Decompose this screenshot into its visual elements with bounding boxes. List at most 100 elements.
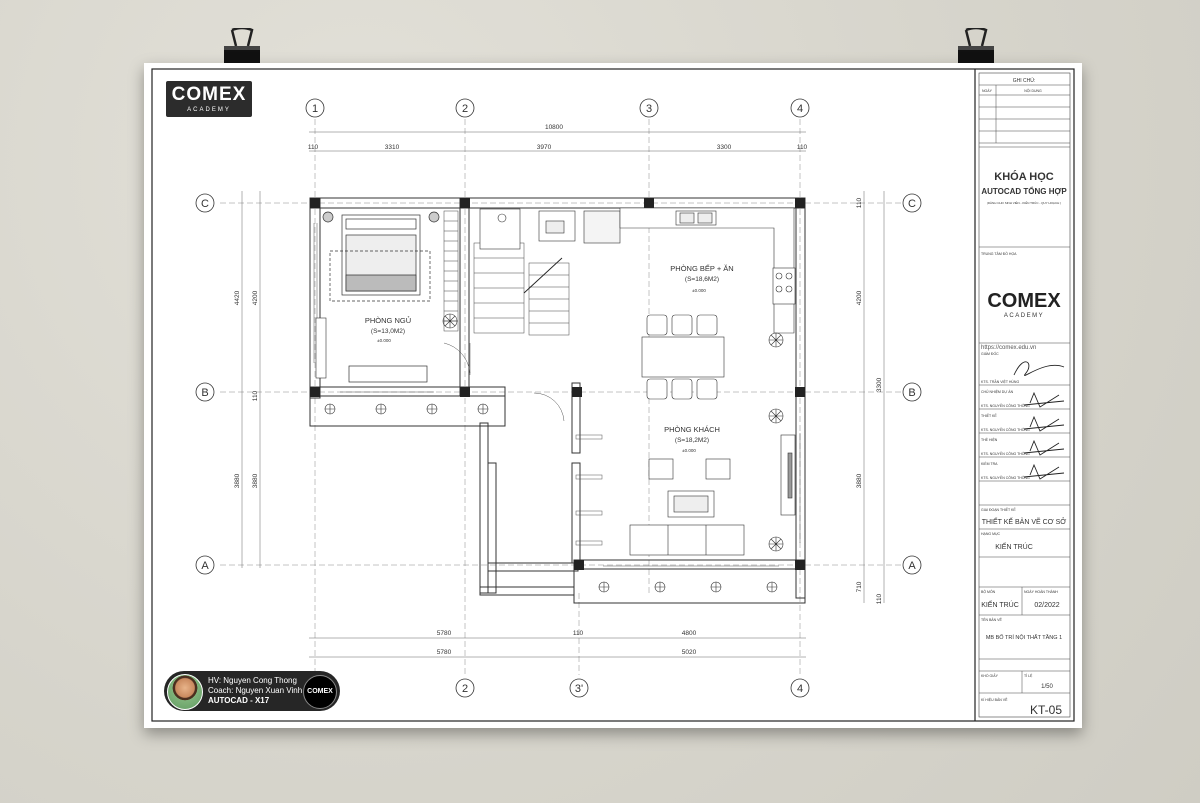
logo-subtext: ACADEMY <box>187 107 231 113</box>
svg-text:110: 110 <box>856 197 863 208</box>
project-lead-label: CHỦ NHIỆM DỰ ÁN <box>981 389 1014 394</box>
svg-text:110: 110 <box>252 390 259 401</box>
comex-logo: COMEX ACADEMY <box>166 81 252 117</box>
svg-text:3300: 3300 <box>717 144 732 151</box>
code-label: KÍ HIỆU BẢN VẼ <box>981 697 1008 702</box>
floor-plan-drawing: 1 2 3 4 2 3' 4 C B A C B <box>151 68 1075 722</box>
svg-text:3880: 3880 <box>856 473 863 488</box>
dimension-text-top: 10800 110 3310 3970 3300 110 <box>308 124 808 151</box>
bed <box>322 211 440 302</box>
date-value: 02/2022 <box>1034 602 1059 609</box>
date-label: NGÀY HOÀN THÀNH <box>1024 590 1058 594</box>
room-name-kitchen: PHÒNG BẾP + ĂN <box>670 263 733 273</box>
grid-bubbles-bottom: 2 3' 4 <box>455 678 810 698</box>
svg-text:5780: 5780 <box>437 630 452 637</box>
room-area-living: (S=18,2M2) <box>675 437 709 444</box>
drawing-value: MB BỐ TRÍ NỘI THẤT TẦNG 1 <box>986 634 1062 641</box>
director-name: KTS. TRẦN VIỆT HÙNG <box>981 379 1019 384</box>
doors <box>443 342 603 546</box>
student-badge: HV: Nguyen Cong Thong Coach: Nguyen Xuan… <box>164 671 340 711</box>
center-label: TRUNG TÂM ĐỒ HỌA <box>981 251 1017 256</box>
room-level-bedroom: ±0.000 <box>377 338 391 343</box>
grid-label-left: C <box>201 198 209 210</box>
dimension-text-bottom: 5780 110 4800 5780 5020 <box>437 630 697 656</box>
bedroom-cabinet <box>348 365 428 383</box>
grid-label-top: 4 <box>797 103 803 115</box>
grid-label-top: 3 <box>646 103 652 115</box>
draw-label: THỂ HIỆN <box>981 437 998 442</box>
wc-fixtures <box>479 208 621 250</box>
notes-col-content: NỘI DUNG <box>1024 88 1042 93</box>
logo-text: COMEX <box>171 84 247 105</box>
dimension-text-left: 4420 4200 110 3880 3880 <box>234 290 259 488</box>
svg-text:5020: 5020 <box>682 649 697 656</box>
category-label: HẠNG MỤC <box>981 532 1001 536</box>
columns <box>310 198 805 570</box>
staircase <box>443 210 570 336</box>
notes-col-date: NGÀY <box>982 89 993 93</box>
drawing-sheet: 1 2 3 4 2 3' 4 C B A C B <box>144 63 1082 728</box>
svg-text:3880: 3880 <box>234 473 241 488</box>
grid-label-top: 2 <box>462 103 468 115</box>
design-name: KTS. NGUYỄN CÔNG THÔNG <box>981 427 1030 432</box>
room-area-kitchen: (S=18,6M2) <box>685 276 719 283</box>
category-value: KIẾN TRÚC <box>995 541 1033 551</box>
coach-name: Coach: Nguyen Xuan Vinh <box>208 686 303 695</box>
director-label: GIÁM ĐỐC <box>981 351 999 356</box>
room-labels: PHÒNG NGỦ (S=13,0M2) ±0.000 PHÒNG BẾP + … <box>365 263 734 453</box>
title-block-grid <box>979 84 1070 694</box>
svg-text:4420: 4420 <box>234 290 241 305</box>
room-level-kitchen: ±0.000 <box>692 288 706 293</box>
drawing-code: KT-05 <box>1030 703 1062 717</box>
drawing-label: TÊN BẢN VẼ <box>981 617 1002 622</box>
scale-value: 1/50 <box>1041 684 1053 690</box>
dimension-text-right: 110 4200 3300 3880 710 110 <box>856 197 883 604</box>
comex-logo-text: COMEX <box>987 290 1061 312</box>
grid-bubbles-top: 1 2 3 4 <box>305 98 810 118</box>
grid-label-bottom: 2 <box>462 683 468 695</box>
course-title: KHÓA HỌC <box>994 170 1054 183</box>
svg-text:710: 710 <box>856 581 863 592</box>
signatures <box>1013 361 1065 480</box>
student-name: HV: Nguyen Cong Thong <box>208 676 297 685</box>
grid-label-right: B <box>908 387 915 399</box>
dimension-lines <box>241 131 885 658</box>
paper-label: KHỔ GIẤY <box>981 673 999 678</box>
room-level-living: ±0.000 <box>682 448 696 453</box>
avatar <box>167 674 203 710</box>
phase-value: THIẾT KẾ BẢN VẼ CƠ SỞ <box>982 516 1067 526</box>
svg-text:110: 110 <box>876 593 883 604</box>
draw-name: KTS. NGUYỄN CÔNG THÔNG <box>981 451 1030 456</box>
windows <box>313 223 801 567</box>
title-block-text: GHI CHÚ: NGÀY NỘI DUNG KHÓA HỌC AUTOCAD … <box>981 77 1067 717</box>
project-lead-name: KTS. NGUYỄN CÔNG THÔNG <box>981 403 1030 408</box>
dept-value: KIẾN TRÚC <box>981 599 1019 609</box>
room-name-bedroom: PHÒNG NGỦ <box>365 316 411 325</box>
course-subtitle: AUTOCAD TỔNG HỢP <box>981 187 1067 196</box>
comex-logo-sub: ACADEMY <box>1004 313 1044 319</box>
website: https://comex.edu.vn <box>981 345 1036 351</box>
grid-label-right: A <box>908 560 916 572</box>
notes-title: GHI CHÚ: <box>1013 77 1036 84</box>
svg-text:3970: 3970 <box>537 144 552 151</box>
grid-label-bottom: 3' <box>575 683 583 695</box>
svg-text:4200: 4200 <box>252 290 259 305</box>
grid-label-bottom: 4 <box>797 683 803 695</box>
svg-text:10800: 10800 <box>545 124 563 131</box>
room-area-bedroom: (S=13,0M2) <box>371 328 405 335</box>
grid-label-left: A <box>201 560 209 572</box>
svg-text:3880: 3880 <box>252 473 259 488</box>
grid-label-right: C <box>908 198 916 210</box>
svg-text:5780: 5780 <box>437 649 452 656</box>
scale-label: TỈ LỆ <box>1024 673 1033 678</box>
grid-bubbles-right: C B A <box>902 193 922 575</box>
check-name: KTS. NGUYỄN CÔNG THÔNG <box>981 475 1030 480</box>
room-name-living: PHÒNG KHÁCH <box>664 425 720 434</box>
svg-text:110: 110 <box>573 630 584 637</box>
grid-bubbles-left: C B A <box>195 193 215 575</box>
svg-text:3310: 3310 <box>385 144 400 151</box>
mini-logo-text: COMEX <box>307 688 333 695</box>
plant-icon <box>324 313 784 593</box>
svg-text:110: 110 <box>797 144 808 151</box>
grid-label-left: B <box>201 387 208 399</box>
